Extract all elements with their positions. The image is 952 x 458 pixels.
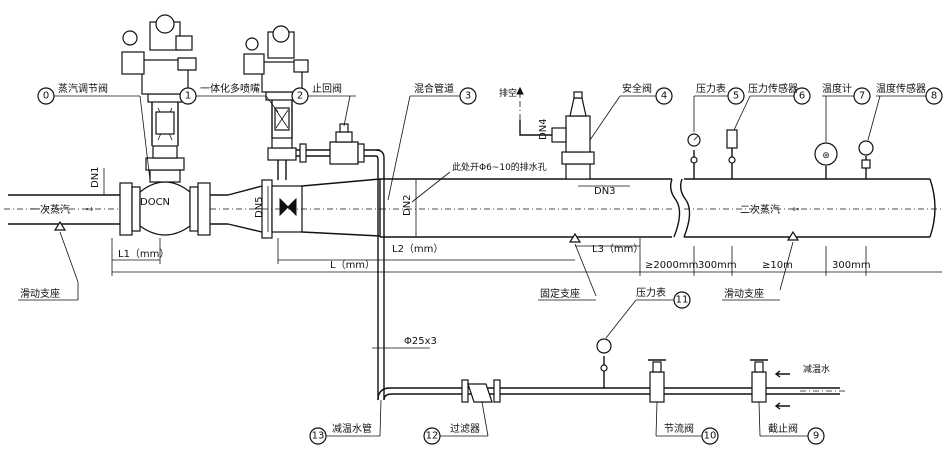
d2000-label: ≥2000mm [645,260,698,271]
valve-model-text: DOCN [140,197,170,208]
svg-text:1: 1 [185,91,191,102]
nozzle-section [261,178,381,239]
callout-5-label: 压力表 [696,82,726,95]
pipe-size-label: Φ25x3 [404,336,437,347]
callout-4 [655,87,673,105]
svg-text:9: 9 [813,431,819,442]
svg-text:7: 7 [859,91,865,102]
dn2-label: DN2 [402,194,413,216]
callout-12-label: 过滤器 [450,422,480,435]
fixed-support-label: 固定支座 [540,287,580,300]
callout-10 [701,427,719,445]
callout-12 [423,427,441,445]
callout-2-label: 止回阀 [312,82,342,95]
svg-text:⊛: ⊛ [822,151,830,161]
desuperheat-water-label: 减温水 [803,363,830,375]
callout-13 [309,427,327,445]
callout-5 [727,87,745,105]
svg-text:10: 10 [704,431,717,442]
svg-text:11: 11 [676,295,689,306]
l3-label: L3（mm） [592,243,643,255]
vent-label: 排空 [499,87,517,99]
callout-8-label: 温度传感器 [876,82,926,95]
l-label: L（mm） [330,259,375,271]
callout-8 [925,87,943,105]
dn1-label: DN1 [90,166,101,188]
desuperheat-water-line: 减温水 [377,338,848,410]
sliding-support-right-label: 滑动支座 [724,287,764,300]
svg-text:13: 13 [312,431,325,442]
callout-9 [807,427,825,445]
svg-text:8: 8 [931,91,937,102]
callout-6 [793,87,811,105]
callout-2 [291,87,309,105]
callout-13-label: 减温水管 [332,422,372,435]
secondary-steam-label: 二次蒸汽 [740,203,780,216]
callout-10-label: 节流阀 [664,422,694,435]
callout-1 [179,87,197,105]
callout-7 [853,87,871,105]
dn3-label: DN3 [594,186,616,197]
l2-label: L2（mm） [392,243,443,255]
mixing-pipe [379,178,944,238]
svg-text:6: 6 [799,91,805,102]
svg-text:2: 2 [297,91,303,102]
callout-1-label: 一体化多喷嘴 [200,82,260,95]
callout-0-label: 蒸汽调节阀 [58,82,108,95]
primary-steam-label: 一次蒸汽 [30,203,70,216]
drain-note: 此处开Φ6~10的排水孔 [452,161,547,173]
dimension-lines: DN1 DN5 DN2 DN3 DN4 L1（mm） L2（mm） L3（mm）… [90,118,942,349]
dn5-label: DN5 [254,196,265,218]
callout-3 [459,87,477,105]
sliding-support-right [779,230,800,291]
callout-9-label: 截止阀 [768,422,798,435]
d10m-label: ≥10m [762,260,793,271]
steam-regulating-valve: DOCN [119,14,211,236]
svg-text:⇨: ⇨ [86,205,94,215]
sliding-support-left-label: 滑动支座 [20,287,60,300]
callout-11-label: 压力表 [636,286,666,299]
thermometer-7: ⊛ [814,142,838,179]
fixed-support [568,232,597,297]
primary-steam-pipe [4,194,120,225]
svg-text:5: 5 [733,91,739,102]
svg-text:3: 3 [465,91,471,102]
d300b-label: 300mm [832,260,871,271]
callout-7-label: 温度计 [822,82,852,95]
dn4-label: DN4 [538,118,549,140]
callout-0 [37,87,55,105]
callout-11 [673,291,691,309]
pressure-sensor-6 [726,129,738,179]
sliding-support-left [53,220,79,283]
temperature-sensor-8 [858,140,874,179]
check-valve [296,123,385,400]
l1-label: L1（mm） [118,248,169,260]
callout-6-label: 压力传感器 [748,82,798,95]
svg-text:12: 12 [426,431,439,442]
svg-text:4: 4 [661,91,667,102]
d300a-label: 300mm [698,260,737,271]
pressure-gauge-5 [687,133,701,179]
svg-text:⇦: ⇦ [792,205,800,215]
transition-cone [210,185,263,233]
safety-valve: 排空 [499,86,595,180]
callout-4-label: 安全阀 [622,82,652,95]
callout-3-label: 混合管道 [414,82,454,95]
svg-text:0: 0 [43,91,49,102]
nozzle-actuator [243,25,309,180]
